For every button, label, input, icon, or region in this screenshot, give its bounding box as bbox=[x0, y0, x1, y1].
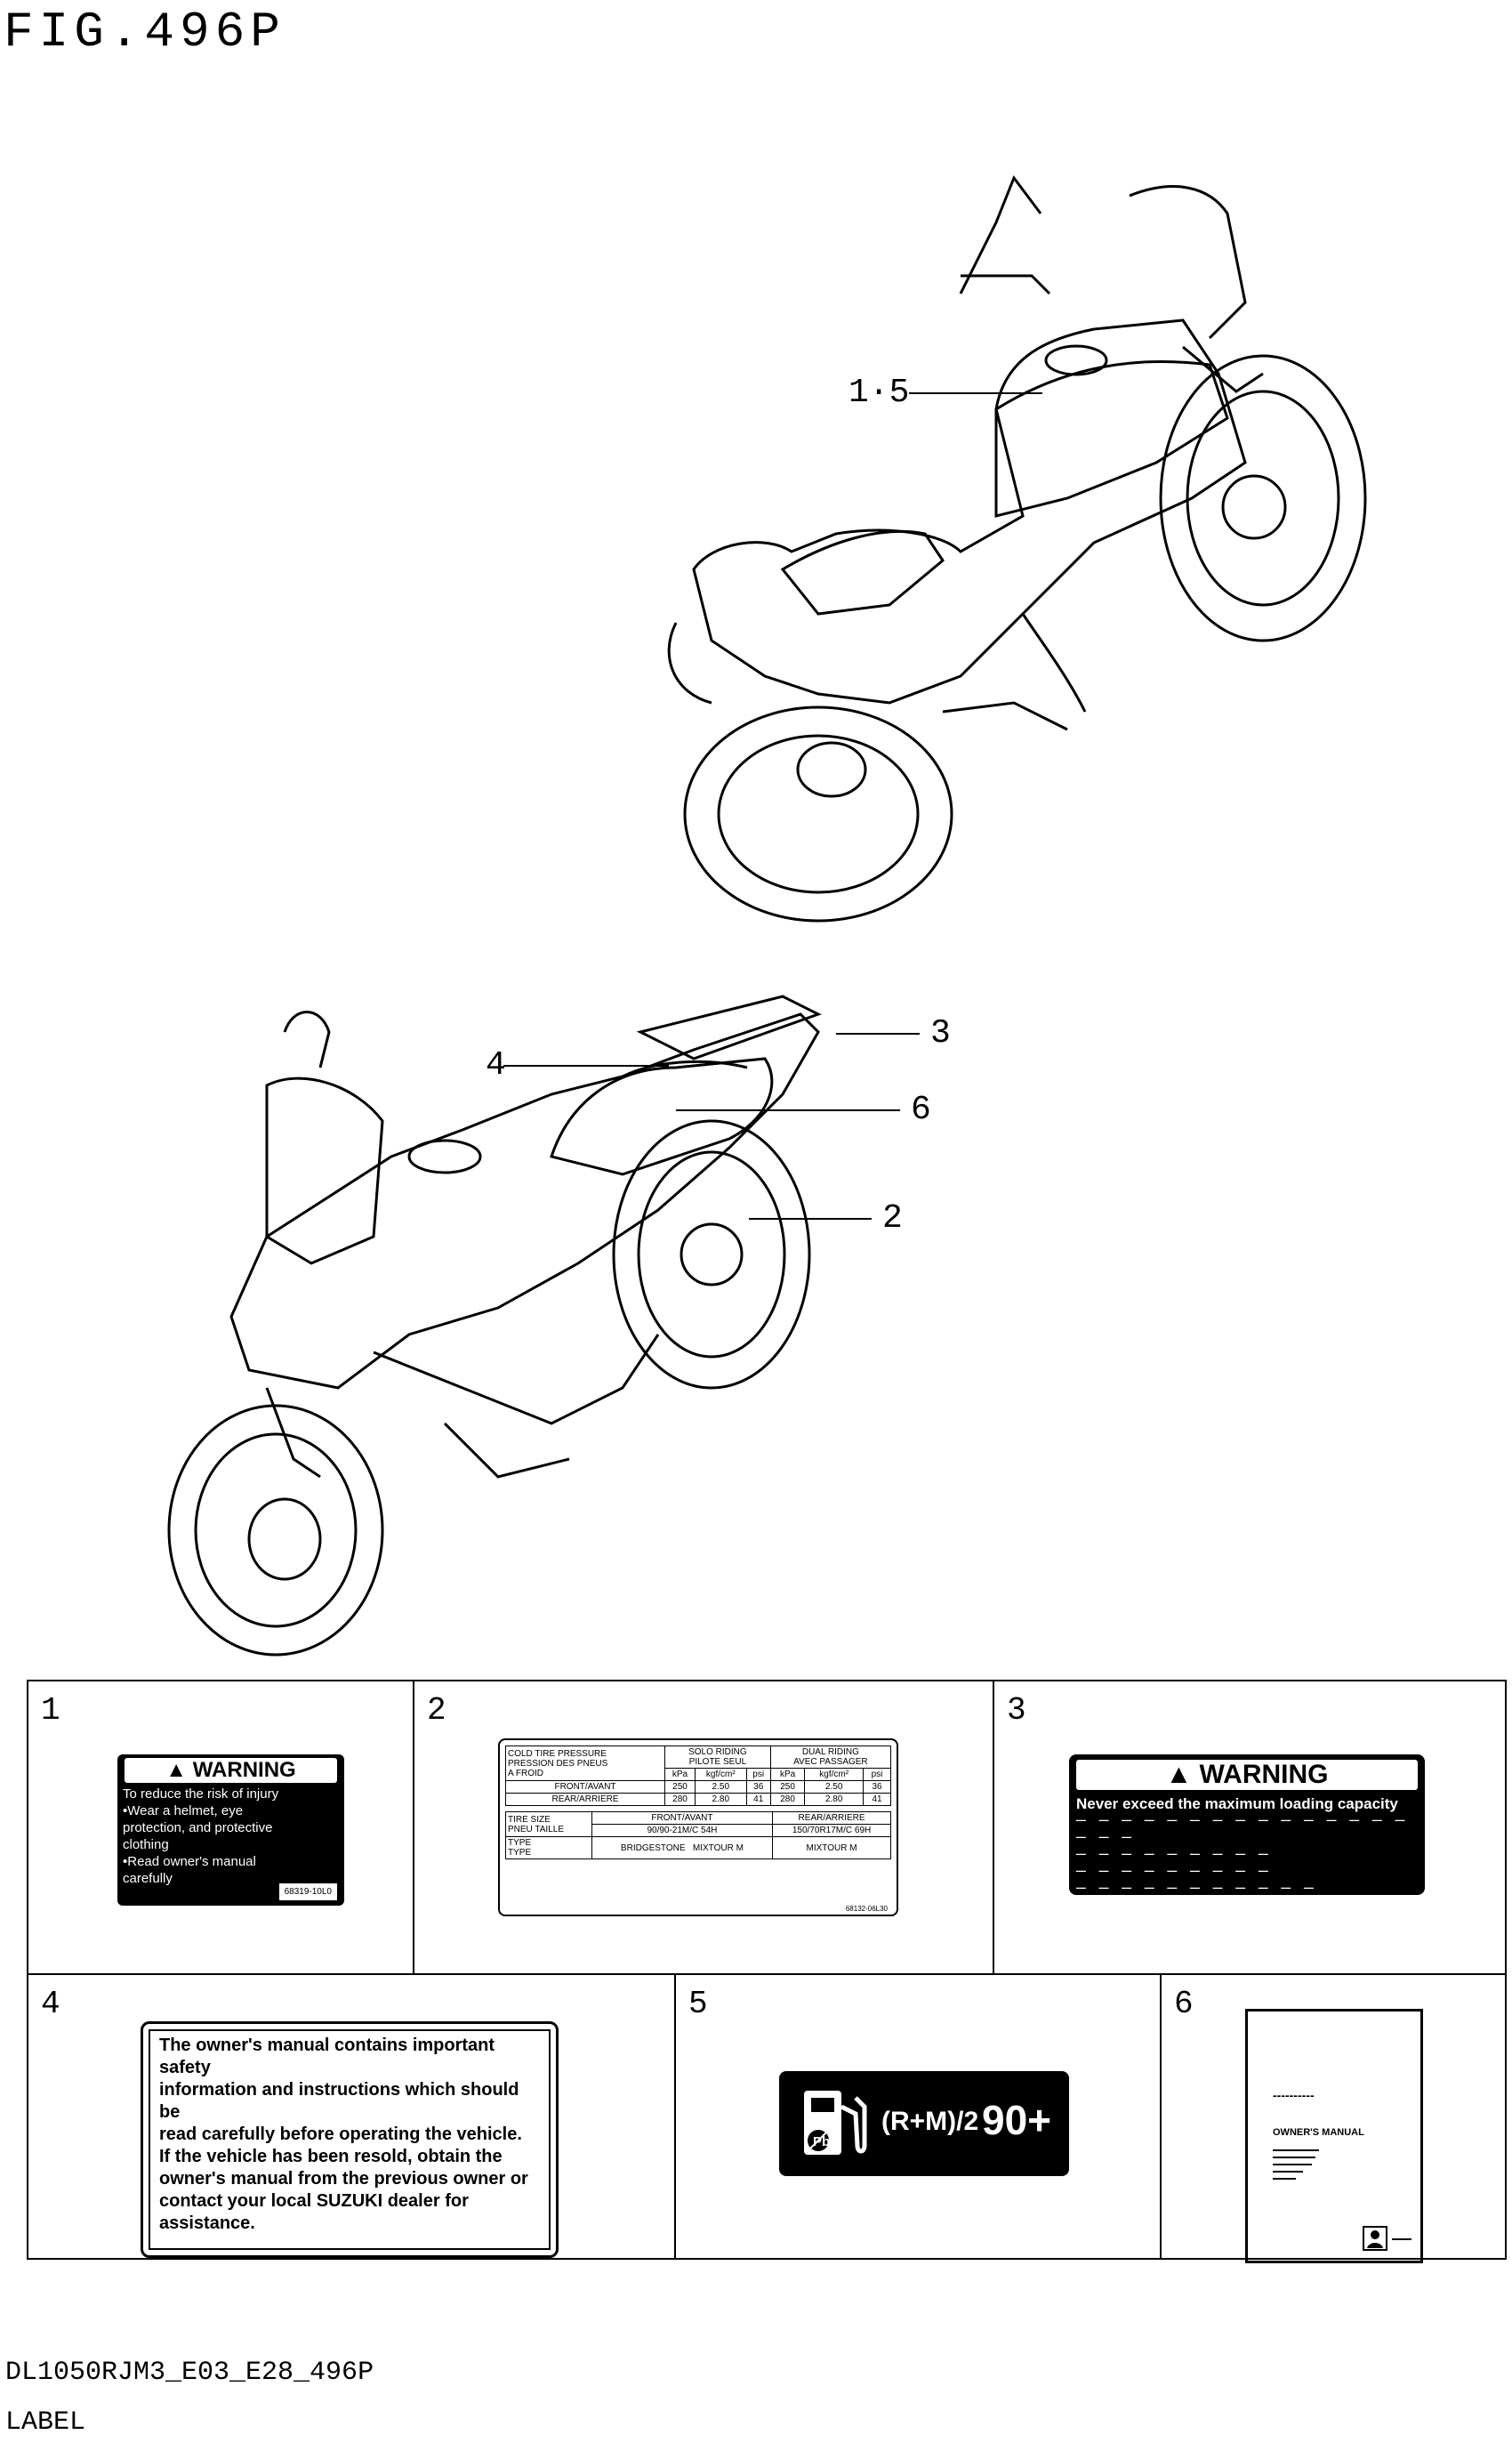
callout-3: 3 bbox=[930, 1014, 951, 1052]
cell: kgf/cm² bbox=[694, 1768, 747, 1781]
owners-manual-notice-label: The owner's manual contains important sa… bbox=[141, 2021, 559, 2258]
cell: REAR/ARRIERE bbox=[504, 1793, 666, 1806]
cell: FRONT/AVANT bbox=[504, 1780, 666, 1794]
table-row: REAR/ARRIERE 280 2.80 41 280 2.80 41 bbox=[504, 1793, 891, 1806]
notice-line: If the vehicle has been resold, obtain t… bbox=[159, 2147, 503, 2166]
cell: MIXTOUR M bbox=[772, 1836, 891, 1859]
label-code: 68132-06L30 bbox=[845, 1905, 888, 1913]
callout-2: 2 bbox=[882, 1199, 903, 1238]
warning-header: ▲ WARNING bbox=[125, 1758, 337, 1783]
warning-header: ▲ WARNING bbox=[1076, 1760, 1418, 1790]
book-text-lines bbox=[1273, 2149, 1411, 2251]
cell: BRIDGESTONE MIXTOUR M bbox=[591, 1836, 774, 1859]
warning-line: •Read owner's manual bbox=[123, 1854, 256, 1869]
panel-number: 2 bbox=[427, 1692, 446, 1729]
panel-number: 3 bbox=[1007, 1692, 1026, 1729]
label-grid: 1 ▲ WARNING To reduce the risk of injury… bbox=[27, 1680, 1507, 2263]
warning-subtitle: Never exceed the maximum loading capacit… bbox=[1076, 1795, 1398, 1812]
cell: 2.80 bbox=[804, 1793, 864, 1806]
table-row: FRONT/AVANT 250 2.50 36 250 2.50 36 bbox=[504, 1780, 891, 1794]
warning-line: carefully bbox=[123, 1871, 173, 1886]
cell: 150/70R17M/C 69H bbox=[772, 1824, 891, 1837]
fuel-pump-icon: Pb bbox=[804, 2091, 867, 2155]
notice-line: assistance. bbox=[159, 2213, 255, 2233]
warning-line: protection, and protective bbox=[123, 1820, 273, 1835]
panel-6: 6 ---------- OWNER'S MANUAL bbox=[1162, 1975, 1505, 2263]
cell: kPa bbox=[664, 1768, 696, 1781]
label-code: 68319-10L0 bbox=[278, 1883, 337, 1900]
panel-number: 6 bbox=[1174, 1986, 1194, 2022]
cell: psi bbox=[745, 1768, 771, 1781]
svg-text:Pb: Pb bbox=[813, 2134, 830, 2149]
panel-1: 1 ▲ WARNING To reduce the risk of injury… bbox=[28, 1681, 414, 1975]
motorcycle-bottom-view bbox=[167, 995, 822, 1657]
octane-rating: 90+ bbox=[982, 2097, 1052, 2143]
callout-1-5: 1·5 bbox=[848, 374, 910, 412]
panel-5: 5 Pb (R+M)/2 90+ bbox=[676, 1975, 1162, 2258]
notice-line: contact your local SUZUKI dealer for bbox=[159, 2191, 469, 2211]
callout-6: 6 bbox=[911, 1091, 931, 1129]
panel-3: 3 ▲ WARNING Never exceed the maximum loa… bbox=[994, 1681, 1505, 1975]
cell: 280 bbox=[769, 1793, 806, 1806]
cell: kPa bbox=[769, 1768, 806, 1781]
warning-label-helmet: ▲ WARNING To reduce the risk of injury •… bbox=[117, 1754, 344, 1906]
cell: 90/90-21M/C 54H bbox=[591, 1824, 774, 1837]
panel-number: 4 bbox=[41, 1986, 60, 2022]
warning-line: To reduce the risk of injury bbox=[123, 1786, 279, 1802]
book-title: OWNER'S MANUAL bbox=[1273, 2127, 1364, 2138]
cell: 250 bbox=[664, 1780, 696, 1794]
placeholder-text: — — — — — — — — — — — — — — — — — — bbox=[1076, 1812, 1407, 1847]
motorcycle-top-view bbox=[667, 174, 1367, 923]
cell: 250 bbox=[769, 1780, 806, 1794]
notice-line: read carefully before operating the vehi… bbox=[159, 2124, 522, 2144]
cell: 280 bbox=[664, 1793, 696, 1806]
notice-line: The owner's manual contains important sa… bbox=[159, 2036, 495, 2077]
cell: REAR/ARRIERE bbox=[772, 1811, 891, 1825]
callout-4: 4 bbox=[486, 1046, 506, 1084]
panel-number: 5 bbox=[688, 1986, 708, 2022]
notice-line: owner's manual from the previous owner o… bbox=[159, 2169, 528, 2189]
leader-lines bbox=[503, 392, 1042, 1220]
cell: 36 bbox=[863, 1780, 891, 1794]
cell: FRONT/AVANT bbox=[591, 1811, 774, 1825]
cell: psi bbox=[863, 1768, 891, 1781]
warning-line: •Wear a helmet, eye bbox=[123, 1803, 244, 1818]
octane-formula: (R+M)/2 bbox=[881, 2107, 979, 2136]
book-dash: ---------- bbox=[1273, 2088, 1315, 2102]
cell: 2.50 bbox=[804, 1780, 864, 1794]
cell: 36 bbox=[745, 1780, 771, 1794]
placeholder-text: — — — — — — — — — — — bbox=[1076, 1880, 1315, 1898]
placeholder-text: — — — — — — — — — bbox=[1076, 1846, 1270, 1864]
notice-line: information and instructions which shoul… bbox=[159, 2080, 519, 2122]
cell: 41 bbox=[745, 1793, 771, 1806]
fuel-octane-label: Pb (R+M)/2 90+ bbox=[779, 2071, 1069, 2176]
motorcycle-illustrations bbox=[167, 174, 1367, 1657]
panel-number: 1 bbox=[41, 1692, 60, 1729]
warning-line: clothing bbox=[123, 1837, 169, 1852]
owners-manual-book: ---------- OWNER'S MANUAL bbox=[1245, 2009, 1423, 2263]
cell: 41 bbox=[863, 1793, 891, 1806]
figure-title: FIG.496P bbox=[4, 4, 286, 60]
figure-caption: LABEL bbox=[5, 2407, 86, 2438]
cell: 2.80 bbox=[694, 1793, 747, 1806]
cell: 2.50 bbox=[694, 1780, 747, 1794]
panel-4: 4 The owner's manual contains important … bbox=[28, 1975, 676, 2258]
warning-label-load: ▲ WARNING Never exceed the maximum loadi… bbox=[1069, 1754, 1425, 1898]
cell: kgf/cm² bbox=[804, 1768, 864, 1781]
placeholder-text: — — — — — — — — — bbox=[1076, 1863, 1270, 1881]
model-code: DL1050RJM3_E03_E28_496P bbox=[5, 2358, 374, 2388]
notice-text: The owner's manual contains important sa… bbox=[149, 2029, 551, 2250]
